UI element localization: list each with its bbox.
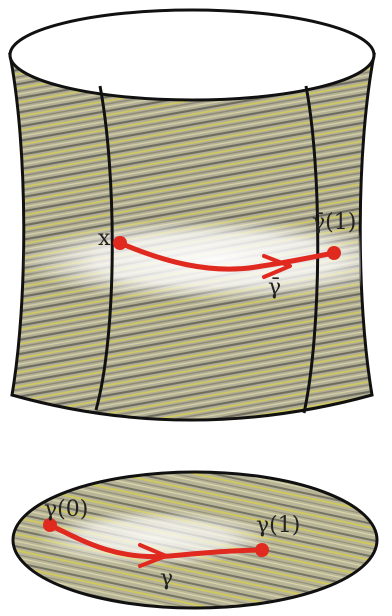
label-gamma-0: γ(0) — [44, 497, 88, 522]
point-lift-end — [327, 246, 341, 260]
point-x — [113, 236, 127, 250]
label-x: x — [98, 226, 111, 251]
label-gamma-1: γ(1) — [256, 513, 300, 538]
cylinder: x γ̄(1) γ̄ — [10, 10, 392, 420]
label-lifted-path: γ̄ — [268, 275, 281, 300]
label-lift-end: γ̄(1) — [312, 210, 356, 235]
point-gamma-1 — [255, 543, 269, 557]
base-disk: γ(0) γ(1) γ — [13, 472, 377, 608]
label-base-path: γ — [160, 566, 173, 591]
cylinder-top-opening — [10, 10, 374, 100]
